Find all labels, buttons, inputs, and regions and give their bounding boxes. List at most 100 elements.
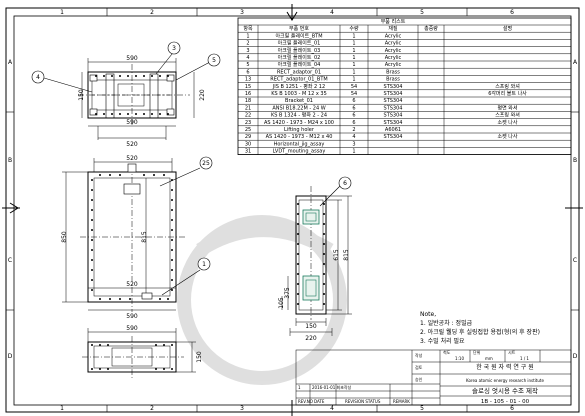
parts-cell: A6061 [385,127,401,133]
balloon-5 [207,53,221,67]
dim-side-height: 815 [343,249,350,261]
watermark-logo [177,215,347,385]
parts-cell: 스프링 와셔 [495,83,520,90]
org-name: 한 국 원 자 력 연 구 원 [476,363,534,371]
sheet-label: 시트 [508,350,516,355]
parts-cell: 25 [245,127,251,133]
parts-cell: 아크릴 플레이트_BTM [275,32,322,39]
parts-cell: Brass [386,77,400,83]
rev-header-date: DATE [314,399,325,404]
dim-bottom-height: 150 [196,351,203,363]
parts-cell: 6각머리 볼트 나사 [488,90,527,97]
parts-cell: 아크릴 플레이트_04 [278,61,321,68]
parts-cell: 아크릴 플레이트_03 [278,47,321,54]
parts-cell: 6 [352,113,355,119]
balloon-25-label: 25 [202,160,210,167]
approval-label-2: 검토 [415,364,423,370]
balloon-1 [197,257,211,271]
rev-header-status: REVISION STATUS [345,399,381,404]
row-right-c: C [573,257,577,264]
dim-front-bottom-total: 590 [126,313,138,320]
row-left-b: B [8,157,12,164]
approval-label-1: 작성 [415,352,423,358]
parts-cell: KS B 1324 - 평좌 2 - 24 [271,112,327,119]
balloon-6 [338,176,352,190]
dim-top-small: 150 [78,89,85,101]
parts-cell: 3 [246,48,249,54]
parts-cell: 1 [246,33,249,39]
parts-cell: 1 [352,41,355,47]
parts-cell: 아크릴 플레이트_02 [278,54,321,61]
border-zone-labels: 1 2 3 4 5 6 1 2 3 4 5 6 A B C D A B C D [8,9,578,412]
col-bottom-2: 2 [150,405,154,412]
balloons-side [319,176,352,207]
sheet-value: 1 / 1 [520,356,529,361]
balloon-4 [31,70,45,84]
row-right-d: D [573,353,578,360]
parts-cell: 2 [352,127,355,133]
notes-line-2: 2. 아크릴 웰딩 후 실링접합 용접(형(의 후 장판) [420,328,540,336]
parts-cell: 스프링 와셔 [495,112,520,119]
parts-cell: 22 [245,113,251,119]
col-top-2: 2 [150,9,154,16]
parts-cell: KS B 1003 - M 12 x 35 [271,91,327,97]
rev-header-no: REV.NO [298,399,313,404]
balloon-5-label: 5 [212,57,216,64]
rev-header-remark: REMARK [393,399,410,404]
front-view: 520 850 815 520 590 [61,155,186,320]
parts-cell: STS304 [384,113,403,119]
dim-top-lower: 590 [126,119,138,126]
unit-label: 단위 [473,349,481,355]
parts-cell: 54 [351,84,357,90]
parts-cell: 15 [245,84,251,90]
parts-header-5: 설명 [503,25,512,32]
notes: Note, 1. 일반공차 : 정밀급 2. 아크릴 웰딩 후 실링접합 용접(… [420,311,540,345]
parts-cell: STS304 [384,84,403,90]
drawing-number: 1B - 105 - 01 - 00 [481,399,530,405]
parts-cell: 4 [352,134,355,140]
title-block: 척도 1:10 단위 mm 시트 1 / 1 작성 검토 승인 1 2016-0… [295,349,572,406]
scale-label: 척도 [443,349,451,355]
scale-value: 1:10 [455,356,464,361]
parts-cell: STS304 [384,105,403,111]
parts-cell: 29 [245,134,251,140]
balloon-6-label: 6 [343,180,347,187]
bottom-view: 590 150 [82,325,203,378]
border-ticks [6,8,579,412]
parts-cell: Brass [386,69,400,75]
col-top-5: 5 [420,9,424,16]
col-bottom-1: 1 [60,405,64,412]
col-top-3: 3 [240,9,244,16]
notes-title: Note, [420,311,436,318]
parts-cell: STS304 [384,91,403,97]
col-bottom-3: 3 [240,405,244,412]
dim-top-height: 220 [199,89,206,101]
side-view: 615 815 375 105 150 220 [278,186,352,342]
parts-cell: STS304 [384,120,403,126]
parts-header-2: 수량 [349,25,359,32]
parts-cell: 6 [246,69,249,75]
parts-cell: Horizontal_jig_assay [274,141,325,147]
parts-cell: 6 [352,105,355,111]
row-right-a: A [573,59,578,66]
col-top-1: 1 [60,9,64,16]
parts-cell: STS304 [384,134,403,140]
parts-cell: 1 [352,69,355,75]
parts-cell: 16 [245,91,251,97]
balloons-front [159,156,213,296]
drawing-title: 슬로싱 엇시용 수조 제작 [472,386,538,395]
parts-cell: 4 [246,55,249,61]
parts-cell: 아크릴 플레이트_01 [278,40,321,47]
dim-bottom-width: 590 [126,325,138,332]
parts-cell: 6 [352,120,355,126]
col-bottom-5: 5 [420,405,424,412]
parts-cell: ANSI B18.22M - 24 W [272,105,325,111]
parts-cell: Acrylic [385,33,402,39]
parts-cell: 23 [245,120,251,126]
balloon-4-label: 4 [36,74,40,81]
parts-cell: 3 [352,141,355,147]
unit-value: mm [485,356,493,361]
